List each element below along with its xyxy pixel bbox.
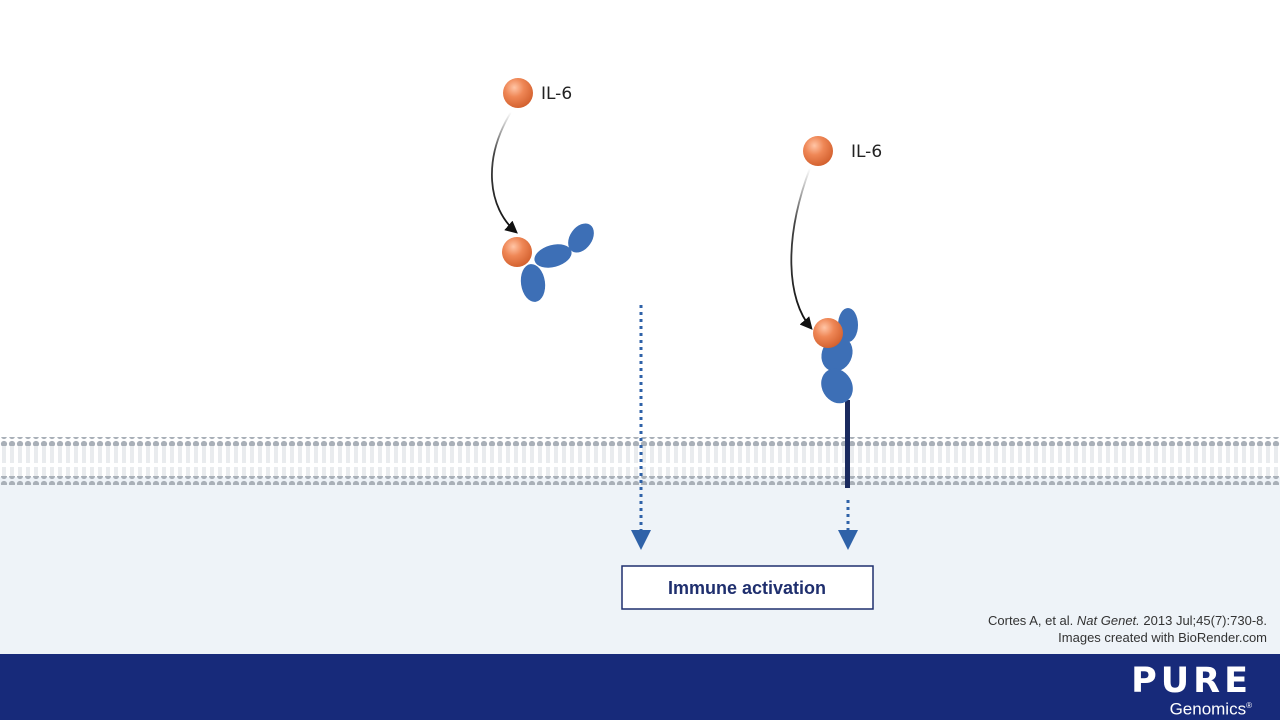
- pure-genomics-logo: PURE Genomics®: [1131, 662, 1252, 718]
- citation-authors: Cortes A, et al.: [988, 613, 1074, 628]
- il6-signaling-diagram: IL-6 IL-6 Immune activation: [0, 78, 1280, 654]
- soluble-il6-receptor: [520, 223, 594, 302]
- logo-subtitle: Genomics®: [1131, 698, 1252, 718]
- il6-ligand-bound-right: [813, 318, 843, 348]
- logo-wordmark: PURE: [1131, 661, 1252, 701]
- ligand-label-right: IL-6: [851, 142, 882, 162]
- citation: Cortes A, et al. Nat Genet. 2013 Jul;45(…: [988, 612, 1267, 646]
- il6-ligand-free-right: [803, 136, 833, 166]
- citation-journal: Nat Genet.: [1076, 613, 1140, 628]
- outcome-label: Immune activation: [668, 578, 826, 598]
- registered-mark: ®: [1246, 701, 1252, 710]
- receptor-stem: [845, 400, 850, 488]
- binding-arrow-left: [491, 111, 518, 234]
- ligand-label-left: IL-6: [541, 84, 572, 104]
- image-credit: Images created with BioRender.com: [1058, 630, 1267, 645]
- citation-details: 2013 Jul;45(7):730-8.: [1143, 613, 1267, 628]
- il6-ligand-free-left: [503, 78, 533, 108]
- signal-arrow-right: [838, 500, 858, 550]
- logo-subtitle-text: Genomics: [1169, 699, 1247, 719]
- il6-ligand-bound-left: [502, 237, 532, 267]
- signal-arrow-left: [631, 305, 651, 550]
- citation-reference: Cortes A, et al. Nat Genet. 2013 Jul;45(…: [988, 612, 1267, 629]
- binding-arrow-right: [790, 167, 813, 330]
- immune-activation-box: Immune activation: [621, 565, 874, 610]
- footer-bar: PURE Genomics®: [0, 654, 1280, 720]
